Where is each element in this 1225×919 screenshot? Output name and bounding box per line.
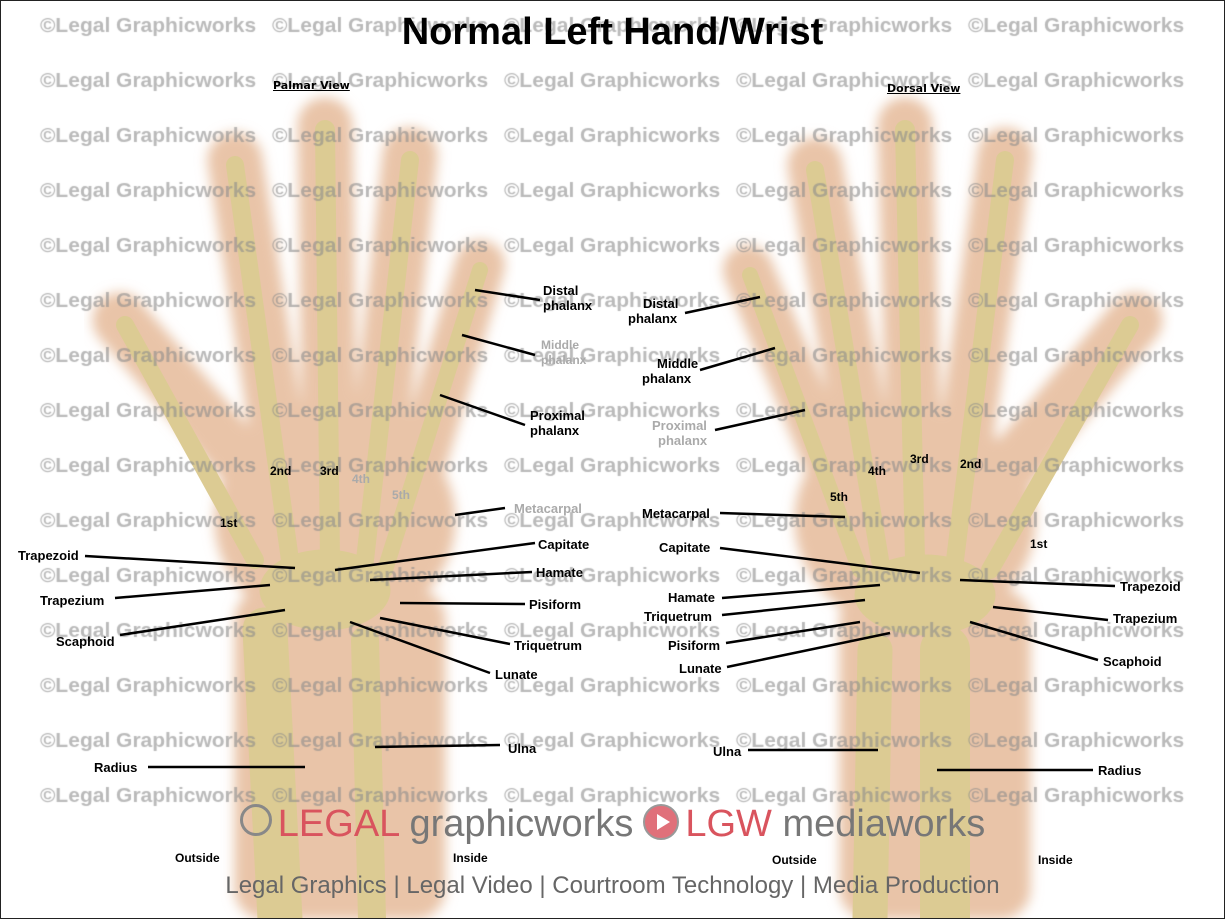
dorsal-digit-4th: 4th [868,464,886,478]
dorsal-outside-label: Outside [772,853,817,867]
page-title: Normal Left Hand/Wrist [401,11,824,53]
dorsal-digit-2nd: 2nd [960,457,982,471]
palmar-trapezoid-label: Trapezoid [18,548,79,563]
dorsal-trapezoid-label: Trapezoid [1120,579,1181,594]
palmar-lunate-label: Lunate [495,667,538,682]
palmar-digit-1st: 1st [220,516,238,530]
dorsal-capitate-label: Capitate [659,540,711,555]
dorsal-digit-5th: 5th [830,490,848,504]
palmar-inside-label: Inside [453,851,488,865]
dorsal-trapezium-label: Trapezium [1113,611,1178,626]
dorsal-ulna-label: Ulna [713,744,742,759]
palmar-hand [92,97,505,919]
dorsal-hamate-label: Hamate [668,590,715,605]
dorsal-digit-1st: 1st [1030,537,1048,551]
dorsal-inside-label: Inside [1038,853,1073,867]
palmar-ulna-label: Ulna [508,741,537,756]
dorsal-scaphoid-label: Scaphoid [1103,654,1162,669]
play-icon [643,804,680,840]
palmar-triquetrum-label: Triquetrum [514,638,582,653]
palmar-capitate-label: Capitate [538,537,590,552]
palmar-pisiform-label: Pisiform [529,597,582,612]
palmar-trapezium-label: Trapezium [40,593,105,608]
dorsal-triquetrum-label: Triquetrum [644,609,712,624]
palmar-metacarpal-label: Metacarpal [514,501,582,516]
palmar-radius-label: Radius [94,760,138,775]
dorsal-metacarpal-label: Metacarpal [642,506,710,521]
palmar-view-label: Palmar View [273,79,350,92]
dorsal-view-label: Dorsal View [887,82,961,95]
dorsal-lunate-label: Lunate [679,661,722,676]
palmar-scaphoid-label: Scaphoid [56,634,115,649]
palmar-outside-label: Outside [175,851,220,865]
palmar-digit-4th: 4th [352,472,370,486]
palmar-digit-2nd: 2nd [270,464,292,478]
palmar-digit-5th: 5th [392,488,410,502]
palmar-hamate-label: Hamate [536,565,583,580]
dorsal-digit-3rd: 3rd [910,452,929,466]
dorsal-radius-label: Radius [1098,763,1142,778]
dorsal-pisiform-label: Pisiform [668,638,721,653]
palmar-digit-3rd: 3rd [320,464,339,478]
magnifier-icon [239,804,272,836]
tagline: Legal Graphics | Legal Video | Courtroom… [225,872,1000,899]
